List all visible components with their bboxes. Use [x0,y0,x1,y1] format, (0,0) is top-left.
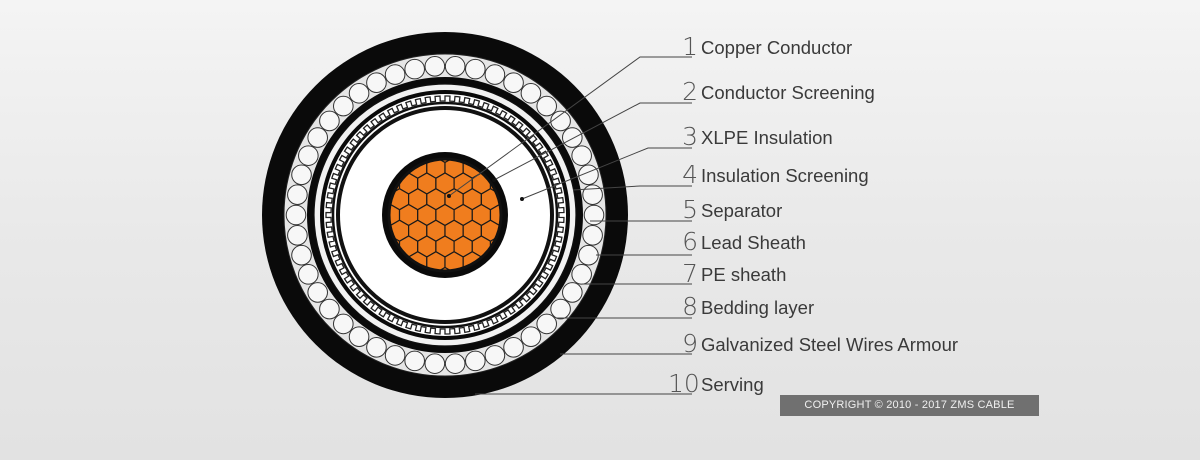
layer-number: 6 [682,227,698,256]
armour-wire [348,82,370,104]
armour-wire [520,326,542,348]
armour-wire [307,127,328,148]
armour-wire [298,264,319,285]
armour-wire [484,345,506,366]
armour-wire [465,58,486,80]
armour-wire [424,353,446,374]
armour-wire [287,184,308,206]
armour-wire [366,72,387,94]
armour-wire [484,64,506,85]
armour-wire [562,282,583,303]
leader-line [493,102,692,181]
armour-wire [536,313,558,335]
layer-number: 3 [682,122,698,151]
leader-line [572,185,692,191]
armour-wire [503,336,524,358]
armour-wire [384,64,406,85]
layer-name: Copper Conductor [701,37,853,58]
layer-name: Serving [701,374,764,395]
armour-wire [571,264,592,285]
armour-wire [307,282,328,303]
armour-wire [578,244,599,266]
armour-wire [582,184,603,206]
armour-wire [332,95,354,117]
armour-wire [520,82,542,104]
layer-name: XLPE Insulation [701,127,833,148]
armour-wire [298,145,319,166]
layer-number: 10 [668,369,700,398]
armour-wire [550,298,571,320]
armour-wire [562,127,583,148]
layer-name: Separator [701,200,783,221]
armour-wire [366,336,387,358]
armour-wire [319,298,340,320]
leader-lines [447,56,692,395]
armour-wire [332,313,354,335]
armour-wire [404,58,425,80]
leader-line [521,147,692,200]
armour-wire [583,204,605,226]
layer-number: 8 [682,292,698,321]
leader-anchor-dot [447,194,451,198]
layer-number: 4 [682,160,698,189]
layer-number: 7 [682,259,698,288]
cable-cross-section [262,32,628,398]
armour-wire [348,326,370,348]
armour-wire [287,224,308,246]
armour-wire [285,204,307,226]
leader-line [448,56,692,197]
armour-wire [291,164,312,186]
armour-wire [444,56,466,77]
armour-wire [319,110,340,132]
armour-wire [582,224,603,246]
leader-anchor-dot [520,197,524,201]
insulation-screening-tape [325,95,565,335]
layer-name: Lead Sheath [701,232,806,253]
armour-wire [404,350,425,372]
layer-number: 1 [682,32,698,61]
layer-number: 2 [682,77,698,106]
armour-wire [444,353,466,374]
layer-name: Galvanized Steel Wires Armour [701,334,959,355]
leader-anchor-dot [492,178,496,182]
armour-wire [503,72,524,94]
armour-wire [291,244,312,266]
layer-name: Conductor Screening [701,82,875,103]
layer-number: 9 [682,329,698,358]
layer-name: Insulation Screening [701,165,869,186]
armour-wire [424,56,446,77]
copyright-badge: COPYRIGHT © 2010 - 2017 ZMS CABLE [780,395,1039,416]
armour-wire [465,350,486,372]
layer-name: PE sheath [701,264,787,285]
layer-number: 5 [682,195,698,224]
armour-wire [571,145,592,166]
galvanized-steel-wires-armour [285,56,605,374]
layer-name: Bedding layer [701,297,815,318]
armour-wire [536,95,558,117]
armour-wire [384,345,406,366]
armour-wire [550,110,571,132]
